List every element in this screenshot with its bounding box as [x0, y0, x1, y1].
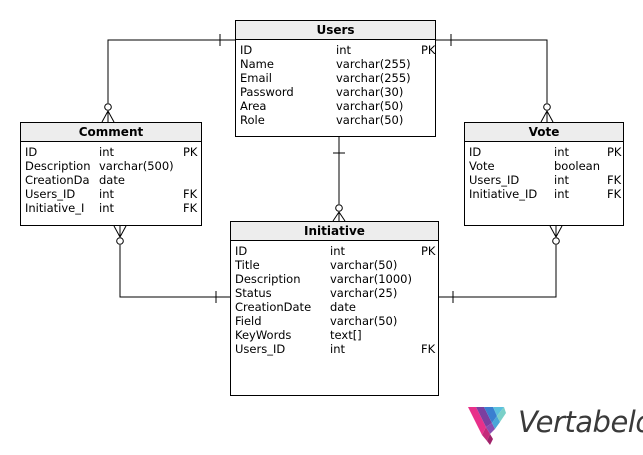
initiative-column-row: Title varchar(50) [231, 258, 438, 272]
column-type: int [554, 145, 569, 159]
column-type: varchar(500) [99, 159, 174, 173]
rel-users-comment [107, 39, 235, 103]
column-name: Initiative_I [25, 201, 85, 215]
column-key: PK [421, 43, 436, 57]
rel-initiative-vote [439, 245, 557, 298]
rel-users-vote [436, 39, 548, 103]
users-table[interactable]: Users ID int PK Name varchar(255) Email varcha… [235, 20, 436, 137]
column-key: FK [421, 342, 436, 356]
comment-column-row: ID int PK [21, 145, 201, 159]
column-type: varchar(50) [330, 258, 398, 272]
column-key: FK [607, 187, 622, 201]
column-key: PK [421, 244, 436, 258]
column-name: Email [240, 71, 272, 85]
users-columns: ID int PK Name varchar(255) Email varchar(255)… [236, 40, 435, 127]
column-name: CreationDa [25, 173, 90, 187]
column-type: int [554, 187, 569, 201]
column-name: Vote [469, 159, 495, 173]
rel-initiative-comment [119, 245, 230, 298]
users-column-row: Name varchar(255) [236, 57, 435, 71]
column-type: int [99, 201, 114, 215]
column-type: varchar(50) [336, 99, 404, 113]
column-name: Users_ID [469, 173, 520, 187]
column-name: Users_ID [235, 342, 286, 356]
initiative-table-title: Initiative [231, 222, 438, 241]
column-key: PK [607, 145, 622, 159]
initiative-column-row: Users_ID int FK [231, 342, 438, 356]
column-name: Initiative_ID [469, 187, 538, 201]
initiative-column-row: Field varchar(50) [231, 314, 438, 328]
column-name: ID [469, 145, 482, 159]
users-column-row: Role varchar(50) [236, 113, 435, 127]
column-name: Role [240, 113, 265, 127]
column-name: Description [235, 272, 301, 286]
vertabelo-logo: Vertabelo [466, 403, 643, 447]
vertabelo-logo-text: Vertabelo [518, 405, 643, 439]
initiative-column-row: CreationDate date [231, 300, 438, 314]
column-key: FK [607, 173, 622, 187]
column-name: Status [235, 286, 272, 300]
initiative-columns: ID int PK Title varchar(50) Description varcha… [231, 241, 438, 356]
column-type: text[] [330, 328, 362, 342]
column-type: varchar(255) [336, 71, 411, 85]
column-type: date [330, 300, 356, 314]
column-type: int [330, 244, 345, 258]
vote-table-title: Vote [465, 123, 623, 142]
column-type: int [336, 43, 351, 57]
column-type: varchar(25) [330, 286, 398, 300]
column-type: boolean [554, 159, 600, 173]
column-type: varchar(30) [336, 85, 404, 99]
column-name: Password [240, 85, 294, 99]
column-name: Description [25, 159, 91, 173]
column-name: ID [235, 244, 248, 258]
column-name: ID [240, 43, 253, 57]
column-type: int [99, 145, 114, 159]
users-column-row: ID int PK [236, 43, 435, 57]
vote-column-row: ID int PK [465, 145, 623, 159]
column-type: int [99, 187, 114, 201]
column-type: varchar(255) [336, 57, 411, 71]
comment-table-title: Comment [21, 123, 201, 142]
column-key: FK [183, 201, 198, 215]
users-column-row: Area varchar(50) [236, 99, 435, 113]
vote-column-row: Initiative_ID int FK [465, 187, 623, 201]
column-name: Users_ID [25, 187, 76, 201]
column-type: varchar(50) [330, 314, 398, 328]
column-name: ID [25, 145, 38, 159]
column-name: Title [235, 258, 260, 272]
column-name: CreationDate [235, 300, 312, 314]
column-type: int [330, 342, 345, 356]
vote-column-row: Vote boolean [465, 159, 623, 173]
initiative-column-row: Status varchar(25) [231, 286, 438, 300]
column-type: varchar(1000) [330, 272, 412, 286]
comment-column-row: Initiative_I int FK [21, 201, 201, 215]
users-table-title: Users [236, 21, 435, 40]
users-column-row: Email varchar(255) [236, 71, 435, 85]
column-name: KeyWords [235, 328, 292, 342]
initiative-column-row: Description varchar(1000) [231, 272, 438, 286]
initiative-column-row: KeyWords text[] [231, 328, 438, 342]
column-type: varchar(50) [336, 113, 404, 127]
column-name: Field [235, 314, 262, 328]
comment-column-row: CreationDa date [21, 173, 201, 187]
comment-column-row: Users_ID int FK [21, 187, 201, 201]
users-column-row: Password varchar(30) [236, 85, 435, 99]
column-type: date [99, 173, 125, 187]
column-name: Name [240, 57, 274, 71]
initiative-column-row: ID int PK [231, 244, 438, 258]
column-key: PK [183, 145, 198, 159]
column-key: FK [183, 187, 198, 201]
vote-column-row: Users_ID int FK [465, 173, 623, 187]
comment-column-row: Description varchar(500) [21, 159, 201, 173]
column-type: int [554, 173, 569, 187]
vertabelo-logo-icon [468, 407, 506, 445]
column-name: Area [240, 99, 267, 113]
